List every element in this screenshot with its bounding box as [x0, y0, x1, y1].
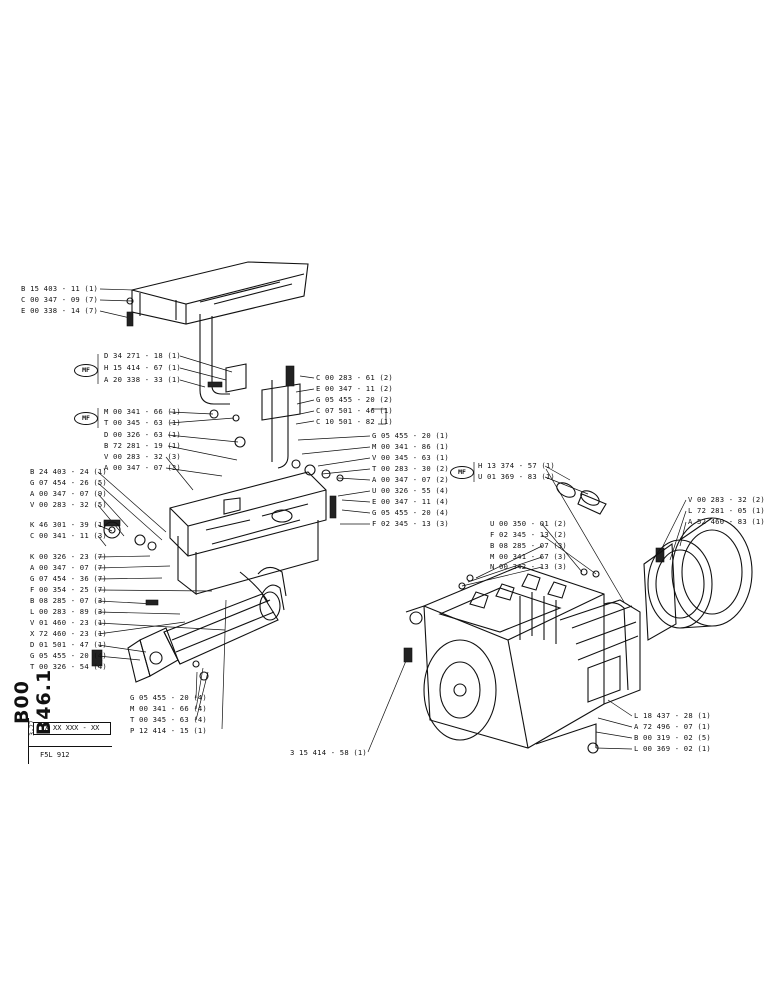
part-label: X 72 460 - 23 (1) [30, 629, 107, 638]
part-label: G 05 455 - 20 (4) [130, 693, 207, 702]
part-label: M 00 341 - 86 (1) [372, 442, 449, 451]
part-label: T 00 326 - 54 (4) [30, 662, 107, 671]
part-label: G 07 454 - 36 (7) [30, 574, 107, 583]
part-label: V 00 283 - 32 (5) [30, 500, 107, 509]
washers-nuts [103, 297, 600, 754]
title-frame-vertical [28, 718, 29, 764]
part-label: H 15 414 - 67 (1) [104, 363, 181, 372]
part-label: F 02 345 - 13 (3) [372, 519, 449, 528]
leader-lines [97, 288, 687, 753]
engine-model: F5L 912 [40, 751, 70, 759]
part-label: C 07 501 - 46 (1) [316, 406, 393, 415]
part-label: B 08 285 - 07 (3) [490, 541, 567, 550]
exhaust-pipe [199, 314, 301, 469]
part-label: C 10 501 - 82 (1) [316, 417, 393, 426]
part-label: A 52 460 - 83 (1) [688, 517, 765, 526]
part-label: K 00 326 - 23 (7) [30, 552, 107, 561]
bolts [91, 311, 665, 667]
part-label: L 00 369 - 02 (1) [634, 744, 711, 753]
engine-block [405, 565, 641, 749]
part-label: L 00 283 - 89 (3) [30, 607, 107, 616]
part-label: V 00 283 - 32 (3) [104, 452, 181, 461]
group-brackets [97, 354, 475, 482]
part-label: A 00 347 - 07 (9) [30, 489, 107, 498]
part-label: C 00 341 - 11 (3) [30, 531, 107, 540]
part-label: B 24 403 - 24 (1) [30, 467, 107, 476]
part-label: M 00 341 - 66 (4) [130, 704, 207, 713]
part-label: G 05 455 - 20 (2) [316, 395, 393, 404]
title-frame-horizontal [28, 746, 112, 747]
part-label: V 00 345 - 63 (1) [372, 453, 449, 462]
part-label: L 18 437 - 28 (1) [634, 711, 711, 720]
part-label: 3 15 414 - 58 (1) [290, 748, 367, 757]
part-label: L 72 281 - 05 (1) [688, 506, 765, 515]
fan-shroud-rings [556, 482, 753, 641]
part-label: U 00 326 - 55 (4) [372, 486, 449, 495]
part-label: H 13 374 - 57 (1) [478, 461, 555, 470]
part-label: G 05 455 - 20 (4) [30, 651, 107, 660]
mf-tag: MF [450, 466, 474, 479]
part-label: T 00 283 - 30 (2) [372, 464, 449, 473]
mf-tag: MF [74, 412, 98, 425]
part-label: G 05 455 - 20 (1) [372, 431, 449, 440]
part-label: T 00 345 - 63 (1) [104, 418, 181, 427]
part-label: V 01 460 - 23 (1) [30, 618, 107, 627]
part-label: T 00 345 - 63 (4) [130, 715, 207, 724]
part-label: B 00 319 - 02 (5) [634, 733, 711, 742]
part-label: U 00 350 - 01 (2) [490, 519, 567, 528]
upper-air-duct [131, 261, 309, 325]
fan-housing-frame [169, 471, 327, 603]
part-label: G 07 454 - 26 (5) [30, 478, 107, 487]
part-label: C 00 283 - 61 (2) [316, 373, 393, 382]
part-label: E 00 338 - 14 (7) [21, 306, 98, 315]
mf-tag: MF [74, 364, 98, 377]
part-label: A 72 496 - 07 (1) [634, 722, 711, 731]
heater-cylinder [127, 566, 287, 683]
part-label: P 12 414 - 15 (1) [130, 726, 207, 735]
part-label: A 00 347 - 07 (3) [104, 463, 181, 472]
part-label: N 00 342 - 13 (3) [490, 562, 567, 571]
part-label: D 00 326 - 63 (1) [104, 430, 181, 439]
part-label: U 01 369 - 83 (1) [478, 472, 555, 481]
part-label: F 02 345 - 13 (2) [490, 530, 567, 539]
part-label: B 15 403 - 11 (1) [21, 284, 98, 293]
part-label: F 00 354 - 25 (7) [30, 585, 107, 594]
part-label: A 20 338 - 33 (1) [104, 375, 181, 384]
part-label: G 05 455 - 20 (4) [372, 508, 449, 517]
part-label: V 00 283 - 32 (2) [688, 495, 765, 504]
part-label: C 00 347 - 09 (7) [21, 295, 98, 304]
part-label: D 34 271 - 18 (1) [104, 351, 181, 360]
part-label: D 01 501 - 47 (1) [30, 640, 107, 649]
reference-code-box: X XX XXX - XX [33, 722, 111, 735]
part-label: A 00 347 - 07 (7) [30, 563, 107, 572]
part-label: M 00 341 - 66 (1) [104, 407, 181, 416]
part-label: B 08 285 - 07 (3) [30, 596, 107, 605]
part-label: E 00 347 - 11 (2) [316, 384, 393, 393]
sheet-code: B00 B46.1 [11, 668, 55, 736]
part-label: M 00 341 - 67 (3) [490, 552, 567, 561]
part-label: B 72 281 - 19 (1) [104, 441, 181, 450]
part-label: E 00 347 - 11 (4) [372, 497, 449, 506]
part-label: K 46 301 - 39 (1) [30, 520, 107, 529]
part-label: A 00 347 - 07 (2) [372, 475, 449, 484]
